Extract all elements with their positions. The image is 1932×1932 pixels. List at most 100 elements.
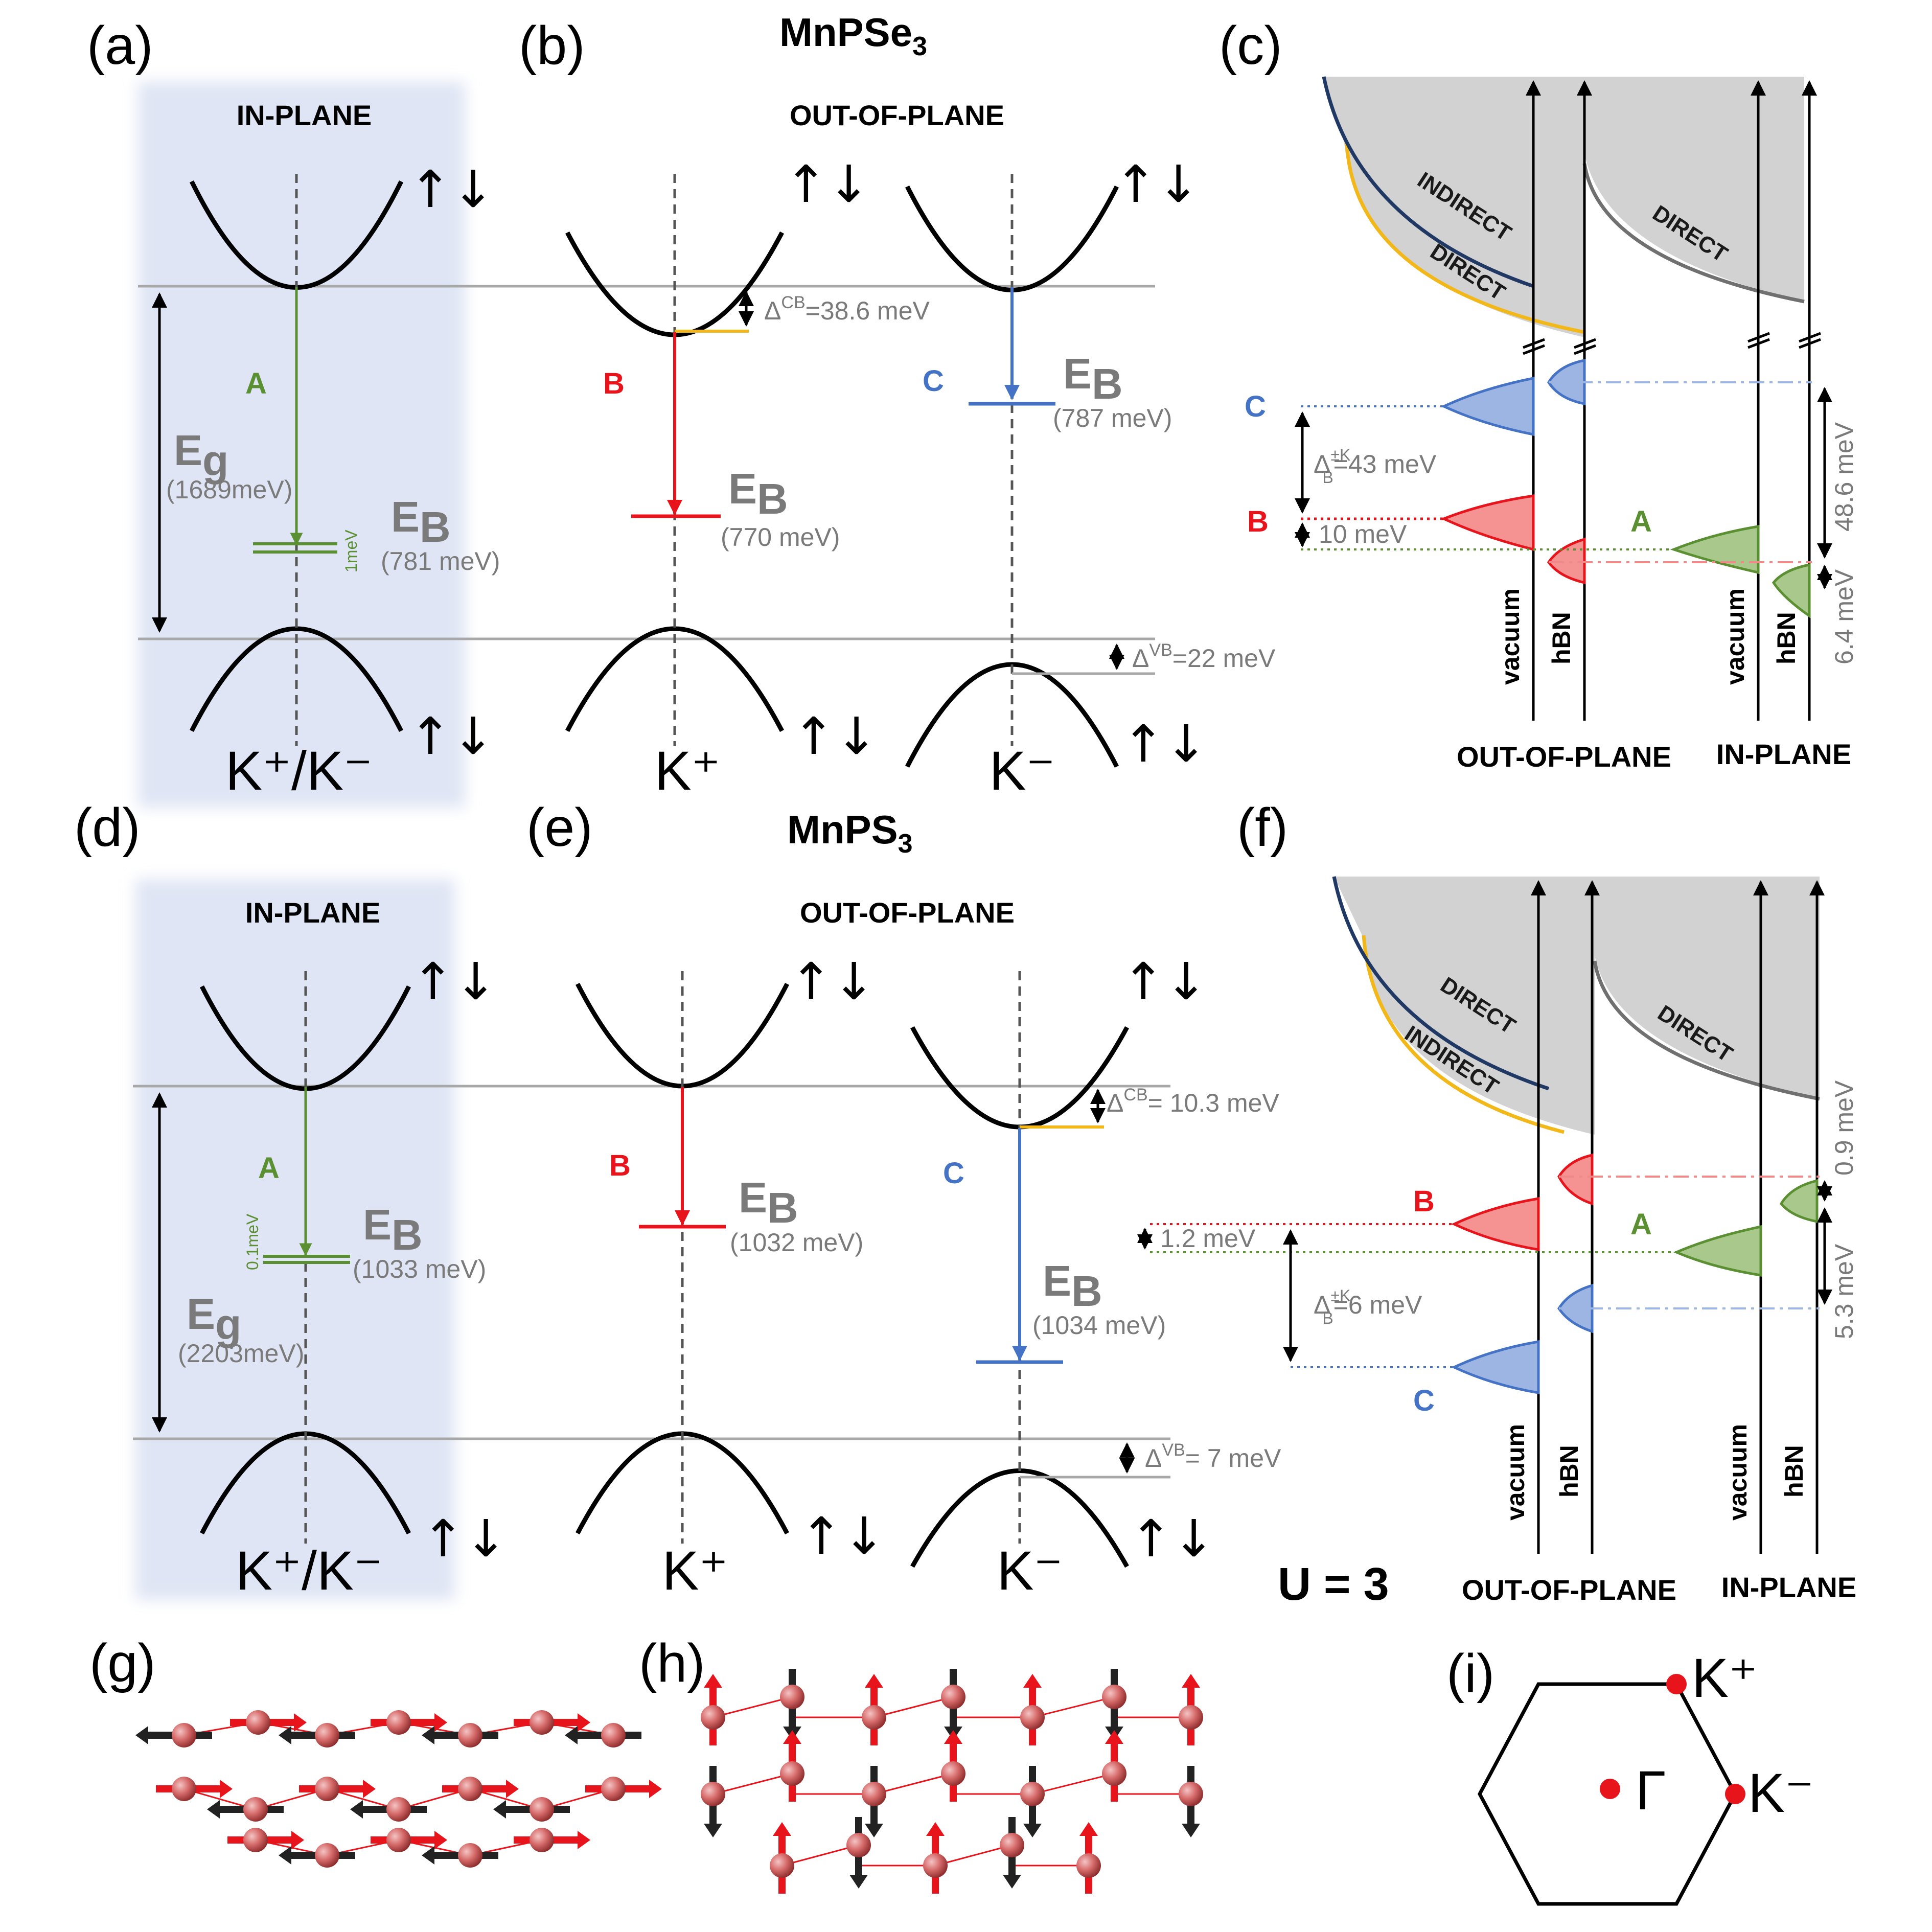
lattice-bond <box>712 1773 793 1795</box>
atom <box>243 1797 268 1822</box>
panel-label-g: (g) <box>89 1633 156 1693</box>
lattice-bond <box>712 1696 793 1718</box>
eb-value-c-b: (787 meV) <box>1053 404 1172 432</box>
peak-c-vacuum-c <box>1441 376 1535 436</box>
eb-label-b: EB <box>728 465 788 523</box>
delta-cb-label-b: ΔCB=38.6 meV <box>764 293 930 325</box>
vacuum-label-c-in: vacuum <box>1721 588 1750 685</box>
eb-label-d: EB <box>363 1201 423 1259</box>
spin-arrow-head <box>865 1674 883 1688</box>
spin-arrow-head <box>422 1846 434 1865</box>
spin-arrow-head <box>291 1831 304 1849</box>
spin-arrow-head <box>493 1800 506 1819</box>
atom <box>458 1843 482 1868</box>
atom <box>601 1723 626 1747</box>
atom <box>1020 1782 1045 1806</box>
spin-arrow-head <box>1079 1822 1098 1836</box>
exciton-label-a-a: A <box>245 367 267 400</box>
title-mnps3: MnPS3 <box>787 807 913 859</box>
peak-b-hbn-c <box>1547 537 1586 585</box>
eg-value-d: (2203meV) <box>178 1339 304 1368</box>
atom <box>1076 1853 1101 1878</box>
lattice-bond <box>935 1844 1013 1867</box>
bottom-label-out-of-plane-c: OUT-OF-PLANE <box>1457 741 1671 773</box>
kplus-point <box>1666 1674 1687 1694</box>
panel-label-d: (d) <box>74 797 141 858</box>
exciton-label-b-f: B <box>1413 1185 1435 1218</box>
peak-a-vacuum-c <box>1670 525 1760 574</box>
continuum-right-c <box>1584 77 1804 302</box>
lattice-h <box>701 1669 1203 1894</box>
spin-arrow-head <box>649 1780 662 1798</box>
spin-arrow-head <box>207 1800 220 1819</box>
header-out-of-plane-b: OUT-OF-PLANE <box>790 99 1004 131</box>
lattice-bond <box>1032 1773 1115 1795</box>
atom <box>701 1705 725 1730</box>
atom <box>172 1723 196 1747</box>
bottom-label-in-plane-c: IN-PLANE <box>1716 738 1851 770</box>
exciton-label-c-e: C <box>943 1157 964 1190</box>
panel-label-c: (c) <box>1219 15 1282 76</box>
bottom-label-out-of-plane-f: OUT-OF-PLANE <box>1462 1574 1676 1606</box>
kpoint-label-b-kminus: K⁻ <box>989 740 1055 801</box>
delta-vb-label-b: ΔVB=22 meV <box>1132 640 1276 673</box>
spin-arrow-head <box>434 1831 447 1849</box>
exciton-label-c-c: C <box>1245 390 1266 423</box>
atom <box>770 1853 794 1878</box>
eg-label-a: Eg <box>174 426 228 485</box>
panel-label-f: (f) <box>1237 797 1288 858</box>
spin-arrow-head <box>422 1726 434 1744</box>
hbn-label-f-in: hBN <box>1780 1445 1808 1498</box>
split-value-a: 1meV <box>342 530 360 572</box>
spin-arrow-head <box>1105 1730 1123 1744</box>
u-value-label: U = 3 <box>1278 1559 1389 1610</box>
spin-symbol-e-kminus-vb: ↑↓ <box>1130 1509 1215 1569</box>
spin-arrow-head <box>279 1846 291 1865</box>
kminus-label: K⁻ <box>1748 1762 1814 1824</box>
spin-arrow-head <box>350 1800 363 1819</box>
atom <box>1000 1833 1024 1857</box>
spin-symbol-b-kminus-vb: ↑↓ <box>1122 714 1208 774</box>
direct-edge-grey-c <box>1582 163 1805 304</box>
exciton-label-b-e: B <box>609 1149 631 1182</box>
exciton-label-b-c: B <box>1247 505 1269 538</box>
spin-arrow-head <box>565 1726 578 1744</box>
atom <box>458 1723 482 1747</box>
spin-arrow-head <box>294 1713 307 1732</box>
spin-arrow-head <box>506 1780 519 1798</box>
continuum-left-f <box>1334 877 1595 1135</box>
panel-label-e: (e) <box>526 797 593 858</box>
gamma-label: Γ <box>1636 1759 1666 1821</box>
right-top-label-c: 48.6 meV <box>1830 422 1858 532</box>
exciton-label-c-f: C <box>1413 1384 1435 1417</box>
lattice-bond <box>781 1844 859 1867</box>
peak-b-vacuum-f <box>1451 1197 1540 1251</box>
atom <box>1102 1685 1126 1709</box>
spin-symbol-d-cb: ↑↓ <box>411 952 497 1011</box>
spin-arrow-head <box>783 1730 801 1744</box>
kpoint-label-b-kplus: K⁺ <box>654 740 720 801</box>
atom <box>315 1777 339 1801</box>
eb-label-e: EB <box>739 1174 798 1232</box>
spin-symbol-d-vb: ↑↓ <box>422 1509 508 1569</box>
atom <box>1179 1705 1203 1730</box>
spin-arrow-head <box>704 1824 722 1837</box>
atom <box>601 1777 626 1801</box>
exciton-label-c-b: C <box>923 364 944 398</box>
spin-symbol-e-kplus-vb: ↑↓ <box>800 1506 886 1566</box>
spin-arrow-head <box>135 1726 148 1744</box>
hbn-label-c-in: hBN <box>1772 612 1801 664</box>
eg-value-a: (1689meV) <box>166 475 292 504</box>
spin-arrow-head <box>865 1824 883 1837</box>
spin-arrow-head <box>1003 1875 1021 1889</box>
atom <box>846 1833 871 1857</box>
gamma-point <box>1600 1779 1620 1799</box>
exciton-label-a-f: A <box>1630 1208 1652 1241</box>
atom <box>1179 1782 1203 1806</box>
spin-arrow-head <box>363 1780 376 1798</box>
gap-bc-label-c: 10 meV <box>1319 520 1407 548</box>
in-plane-highlight-a <box>138 82 465 808</box>
spin-arrow-head <box>849 1875 868 1889</box>
spin-symbol-b-kplus-vb: ↑↓ <box>792 706 878 766</box>
